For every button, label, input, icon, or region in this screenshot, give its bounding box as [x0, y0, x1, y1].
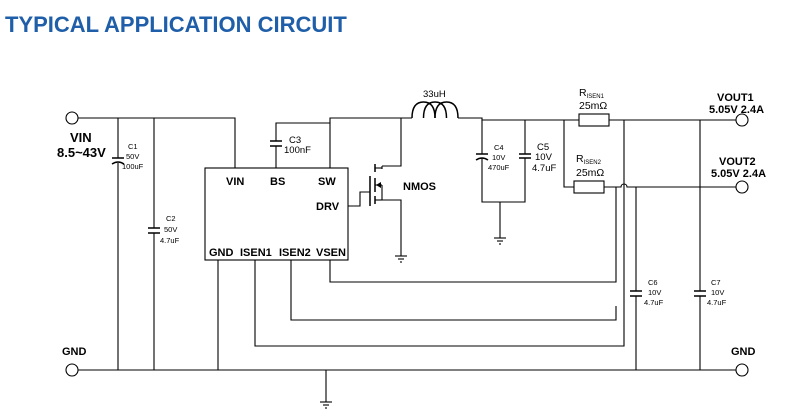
svg-text:100nF: 100nF: [284, 145, 311, 156]
page-title: TYPICAL APPLICATION CIRCUIT: [5, 12, 347, 37]
svg-text:100uF: 100uF: [122, 162, 144, 171]
terminals: [65, 111, 749, 377]
pin-sw-label: SW: [318, 176, 336, 188]
svg-text:RISEN1: RISEN1: [579, 87, 605, 100]
pin-isen2-label: ISEN2: [279, 247, 311, 259]
svg-text:4.7uF: 4.7uF: [160, 236, 180, 245]
svg-text:RISEN2: RISEN2: [576, 153, 602, 166]
pin-bs-label: BS: [270, 176, 285, 188]
svg-text:25mΩ: 25mΩ: [576, 167, 604, 179]
capacitor-c3: C3 100nF: [270, 135, 311, 156]
sense-resistor-1: RISEN1 25mΩ: [578, 87, 610, 127]
capacitor-c7: C7 10V 4.7uF: [694, 278, 727, 307]
inductor-label: 33uH: [423, 89, 446, 100]
svg-text:C3: C3: [289, 135, 301, 146]
svg-text:10V: 10V: [492, 153, 505, 162]
svg-text:C2: C2: [166, 214, 176, 223]
svg-text:4.7uF: 4.7uF: [644, 298, 664, 307]
svg-text:4.7uF: 4.7uF: [707, 298, 727, 307]
vin-label: VIN: [70, 130, 92, 145]
ground-symbol-main: [320, 401, 332, 409]
svg-text:10V: 10V: [648, 288, 661, 297]
capacitor-c2: C2 50V 4.7uF: [148, 214, 180, 245]
ground-symbol-output: [494, 237, 506, 245]
vin-terminal: [65, 111, 79, 125]
svg-text:C5: C5: [537, 142, 549, 153]
vout1-spec: 5.05V 2.4A: [709, 104, 764, 116]
svg-text:4.7uF: 4.7uF: [532, 163, 556, 174]
capacitor-c1: C1 50V 100uF: [111, 142, 144, 171]
vout2-terminal: [735, 180, 749, 194]
vin-range-label: 8.5~43V: [57, 145, 106, 160]
gnd-label-left: GND: [62, 346, 87, 358]
svg-text:C1: C1: [128, 142, 138, 151]
svg-text:C7: C7: [711, 278, 721, 287]
svg-text:50V: 50V: [164, 225, 177, 234]
controller-ic: VIN BS SW DRV GND ISEN1 ISEN2 VSEN: [204, 167, 349, 261]
ground-symbol-nmos: [395, 255, 407, 263]
svg-text:50V: 50V: [126, 152, 139, 161]
pin-gnd-label: GND: [209, 247, 234, 259]
vout2-label: VOUT2: [719, 156, 756, 168]
capacitor-c5: C5 10V 4.7uF: [519, 142, 556, 174]
svg-text:25mΩ: 25mΩ: [579, 100, 607, 112]
inductor: 33uH: [411, 89, 459, 119]
svg-text:C6: C6: [648, 278, 658, 287]
gnd-terminal-right: [735, 363, 749, 377]
svg-text:470uF: 470uF: [488, 163, 510, 172]
gnd-label-right: GND: [731, 346, 756, 358]
wires: [78, 117, 736, 402]
capacitor-c6: C6 10V 4.7uF: [630, 278, 664, 307]
nmos-transistor: NMOS: [369, 164, 436, 206]
sense-resistor-2: RISEN2 25mΩ: [573, 153, 605, 194]
vout2-spec: 5.05V 2.4A: [711, 168, 766, 180]
capacitor-c4: C4 10V 470uF: [475, 143, 510, 172]
pin-vsen-label: VSEN: [316, 247, 346, 259]
pin-drv-label: DRV: [316, 201, 340, 213]
gnd-terminal-left: [65, 363, 79, 377]
pin-isen1-label: ISEN1: [240, 247, 272, 259]
vout1-label: VOUT1: [717, 92, 754, 104]
svg-text:10V: 10V: [711, 288, 724, 297]
vout1-terminal: [735, 113, 749, 127]
pin-vin-label: VIN: [226, 176, 244, 188]
nmos-label: NMOS: [403, 181, 436, 193]
svg-text:10V: 10V: [535, 152, 553, 163]
svg-text:C4: C4: [494, 143, 504, 152]
